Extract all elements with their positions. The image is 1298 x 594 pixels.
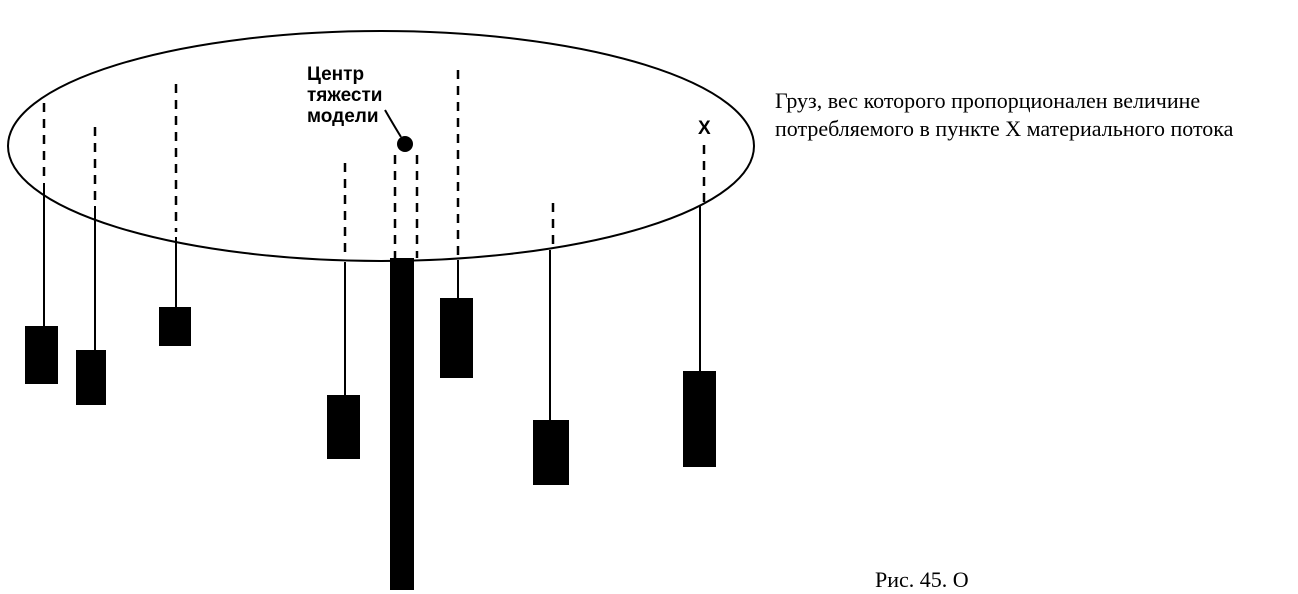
hanging-weight <box>25 103 58 384</box>
weight-block <box>327 395 360 459</box>
weight-block <box>25 326 58 384</box>
hanging-weight <box>159 84 191 346</box>
weight-description: Груз, вес которого пропорционален величи… <box>775 88 1234 141</box>
weight-block <box>533 420 569 485</box>
figure-caption: Рис. 45. О <box>875 567 969 592</box>
hanging-weight-x <box>683 145 716 467</box>
center-label-line-2: тяжести <box>307 85 382 106</box>
weight-block <box>440 298 473 378</box>
center-label-line-1: Центр <box>307 64 364 85</box>
hanging-weight <box>327 163 360 459</box>
hanging-weight <box>76 127 106 405</box>
center-label-line-3: модели <box>307 106 379 127</box>
center-of-gravity-pointer <box>384 109 402 138</box>
support-column <box>390 258 414 590</box>
center-of-gravity-point <box>397 136 413 152</box>
model-platform-ellipse <box>7 30 755 262</box>
weight-block <box>76 350 106 405</box>
hanging-weight <box>440 70 473 378</box>
weight-block <box>683 371 716 467</box>
point-x-label: X <box>698 118 711 139</box>
weight-block <box>159 307 191 346</box>
hanging-weight <box>533 203 569 485</box>
